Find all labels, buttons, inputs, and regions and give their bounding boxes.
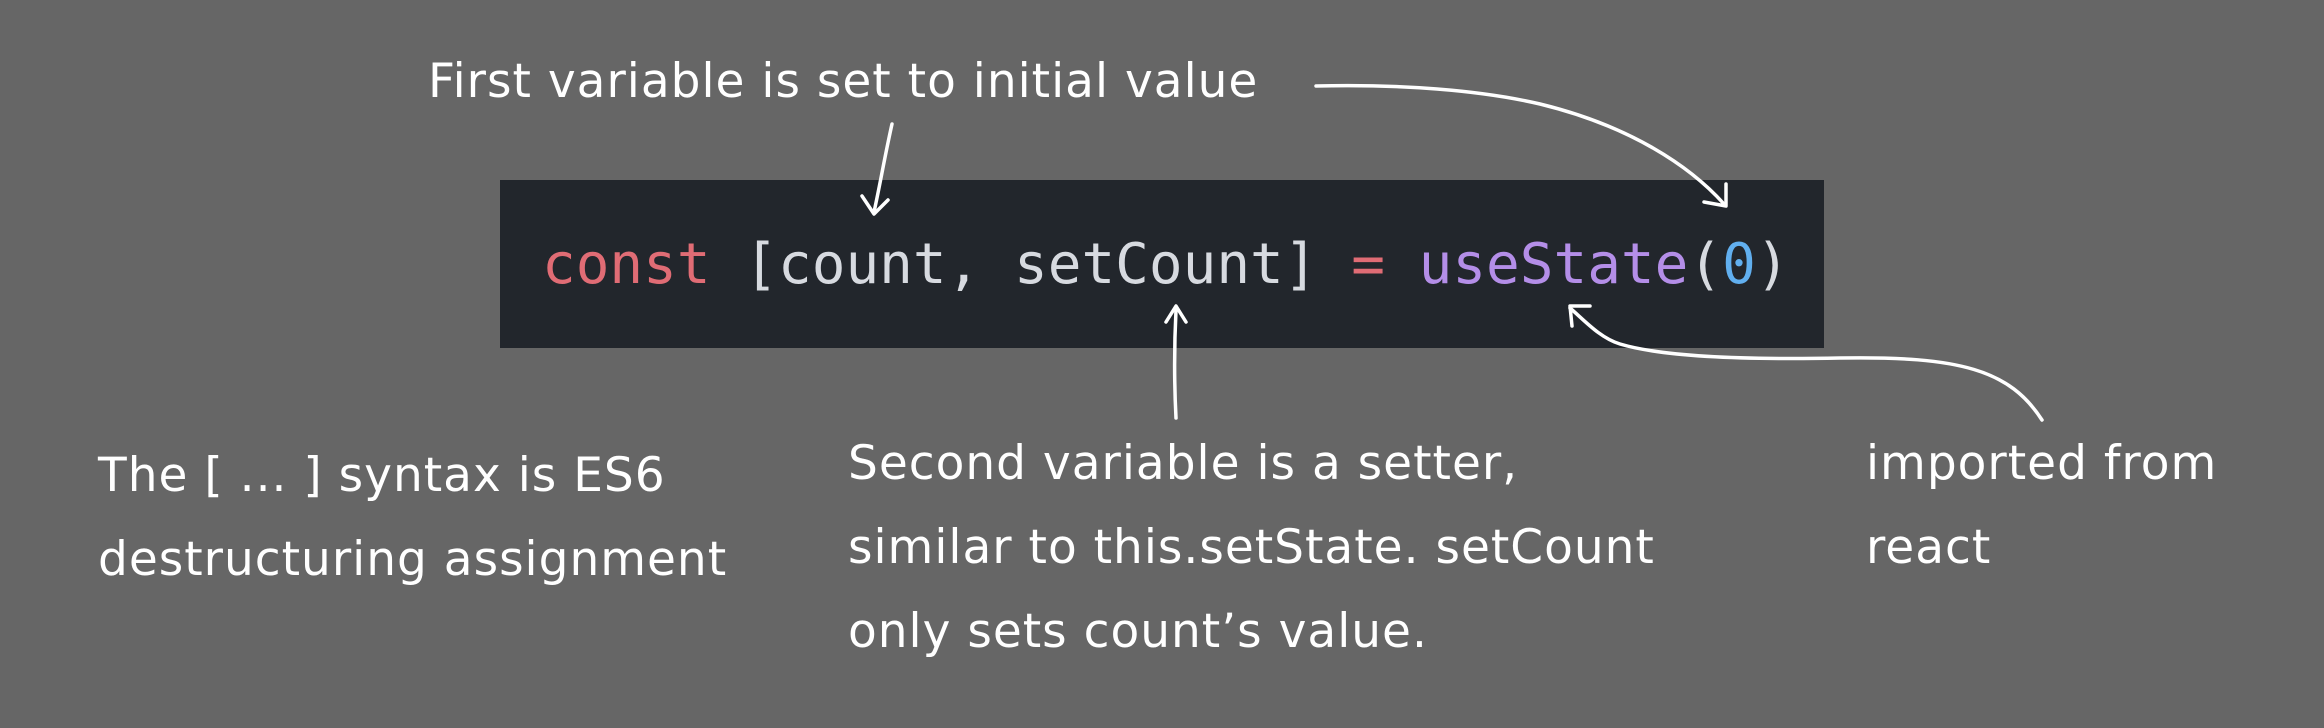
code-var-count: count xyxy=(778,231,947,297)
code-close-bracket: ] xyxy=(1283,231,1318,297)
annotation-destructuring-line-1: The [ ... ] syntax is ES6 xyxy=(98,448,666,503)
annotation-import-line-2: react xyxy=(1866,520,1992,575)
code-var-setcount: setCount xyxy=(1014,231,1284,297)
code-func-usestate: useState xyxy=(1418,231,1689,297)
arrow-to-usestate xyxy=(1568,306,2044,422)
code-comma: , xyxy=(946,231,981,297)
annotation-import-line-1: imported from xyxy=(1866,436,2218,491)
code-equals: = xyxy=(1351,231,1385,297)
code-open-paren: ( xyxy=(1688,231,1723,297)
code-arg-zero: 0 xyxy=(1722,231,1756,297)
code-block: const [count, setCount] = useState(0) xyxy=(500,180,1824,348)
annotation-first-variable-text: First variable is set to initial value xyxy=(428,54,1259,109)
arrow-to-initial-value-head xyxy=(1702,182,1728,208)
arrow-to-usestate-head xyxy=(1568,304,1592,328)
annotation-destructuring-line-2: destructuring assignment xyxy=(98,532,728,587)
arrow-to-count-head xyxy=(860,194,890,216)
code-open-bracket: [ xyxy=(744,231,779,297)
code-close-paren: ) xyxy=(1755,231,1790,297)
arrow-to-initial-value xyxy=(1314,83,1726,206)
arrow-to-count xyxy=(872,122,894,214)
annotation-setter-line-3: only sets count’s value. xyxy=(848,604,1428,659)
arrow-to-setcount-head xyxy=(1164,304,1188,324)
arrow-to-setcount xyxy=(1172,308,1178,420)
annotation-setter-line-2: similar to this.setState. setCount xyxy=(848,520,1655,575)
annotation-setter: Second variable is a setter, similar to … xyxy=(848,422,1655,674)
annotation-destructuring: The [ ... ] syntax is ES6 destructuring … xyxy=(98,434,727,602)
code-keyword-const: const xyxy=(542,231,711,297)
annotation-setter-line-1: Second variable is a setter, xyxy=(848,436,1519,491)
annotation-import: imported from react xyxy=(1866,422,2217,590)
annotation-first-variable: First variable is set to initial value xyxy=(428,40,1258,124)
